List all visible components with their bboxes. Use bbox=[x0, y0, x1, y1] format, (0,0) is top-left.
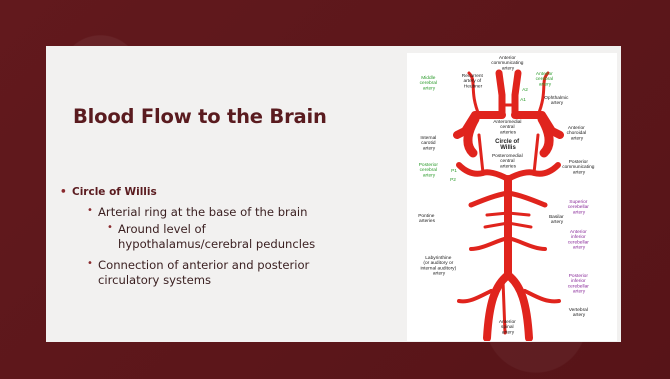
bullet-connection: Connection of anterior and posterior cir… bbox=[60, 258, 390, 288]
label-anterior-cerebral: Anterior cerebral artery bbox=[536, 71, 555, 87]
label-posteromedial-central: Posteromedial central arteries bbox=[492, 153, 524, 169]
label-basilar-artery: Basilar artery bbox=[549, 214, 565, 225]
right-pica bbox=[525, 291, 559, 301]
label-a2: A2 bbox=[522, 87, 528, 93]
slide-title: Blood Flow to the Brain bbox=[73, 105, 373, 128]
bullet-connection-line2: circulatory systems bbox=[98, 273, 211, 287]
label-ophthalmic: Ophthalmic artery bbox=[544, 95, 570, 106]
right-internal-carotid bbox=[542, 119, 549, 153]
left-anterior-cerebral-artery bbox=[499, 73, 502, 115]
label-anterior-choroidal: Anterior choroidal artery bbox=[567, 125, 588, 141]
left-middle-cerebral-artery bbox=[457, 115, 502, 135]
bullet-level-line2: hypothalamus/cerebral peduncles bbox=[118, 237, 315, 251]
left-internal-carotid bbox=[468, 119, 475, 153]
label-anterior-communicating: Anterior communicating artery bbox=[491, 55, 525, 71]
left-superior-cerebellar bbox=[471, 193, 508, 205]
label-labyrinthine: Labyrinthine (or auditory or internal au… bbox=[420, 255, 457, 277]
left-aica bbox=[471, 238, 508, 249]
label-a1: A1 bbox=[520, 97, 526, 103]
label-internal-carotid: Internal carotid artery bbox=[420, 135, 437, 151]
label-posterior-communicating: Posterior communicating artery bbox=[562, 159, 596, 175]
bullet-circle-of-willis: Circle of Willis bbox=[60, 186, 390, 199]
circle-of-willis-diagram: Anterior communicating artery Recurrent … bbox=[407, 53, 617, 341]
bullet-level-line1: Around level of bbox=[118, 222, 206, 236]
label-anteromedial-central: Anteromedial central arteries bbox=[493, 119, 523, 135]
bullet-connection-line1: Connection of anterior and posterior bbox=[98, 258, 309, 272]
label-circle-of-willis: Circle of Willis bbox=[495, 139, 521, 151]
label-pica: Posterior inferior cerebellar artery bbox=[568, 273, 590, 295]
right-anterior-cerebral-artery bbox=[515, 73, 518, 115]
left-pica bbox=[459, 291, 491, 301]
label-superior-cerebellar: Superior cerebellar artery bbox=[568, 199, 590, 215]
bullet-level: Around level of hypothalamus/cerebral pe… bbox=[60, 222, 390, 252]
left-posterior-communicating bbox=[479, 135, 483, 173]
label-vertebral-artery: Vertebral artery bbox=[569, 307, 590, 318]
artery-diagram-svg: Anterior communicating artery Recurrent … bbox=[407, 53, 617, 341]
label-p2: P2 bbox=[450, 177, 456, 183]
right-middle-cerebral-artery bbox=[515, 115, 560, 135]
bullet-arterial-ring: Arterial ring at the base of the brain bbox=[60, 205, 390, 220]
label-p1: P1 bbox=[451, 168, 457, 174]
label-recurrent-artery: Recurrent artery of Heubner bbox=[462, 73, 484, 89]
right-aica bbox=[508, 238, 545, 249]
label-pontine-arteries: Pontine arteries bbox=[418, 213, 436, 224]
right-posterior-communicating bbox=[534, 135, 538, 173]
right-superior-cerebellar bbox=[508, 193, 545, 205]
label-aica: Anterior inferior cerebellar artery bbox=[568, 229, 590, 251]
label-anterior-spinal: Anterior spinal artery bbox=[499, 319, 517, 335]
label-middle-cerebral: Middle cerebral artery bbox=[420, 75, 439, 91]
bullet-list: Circle of Willis Arterial ring at the ba… bbox=[60, 186, 390, 288]
label-posterior-cerebral: Posterior cerebral artery bbox=[419, 162, 440, 178]
arteries bbox=[457, 73, 560, 338]
